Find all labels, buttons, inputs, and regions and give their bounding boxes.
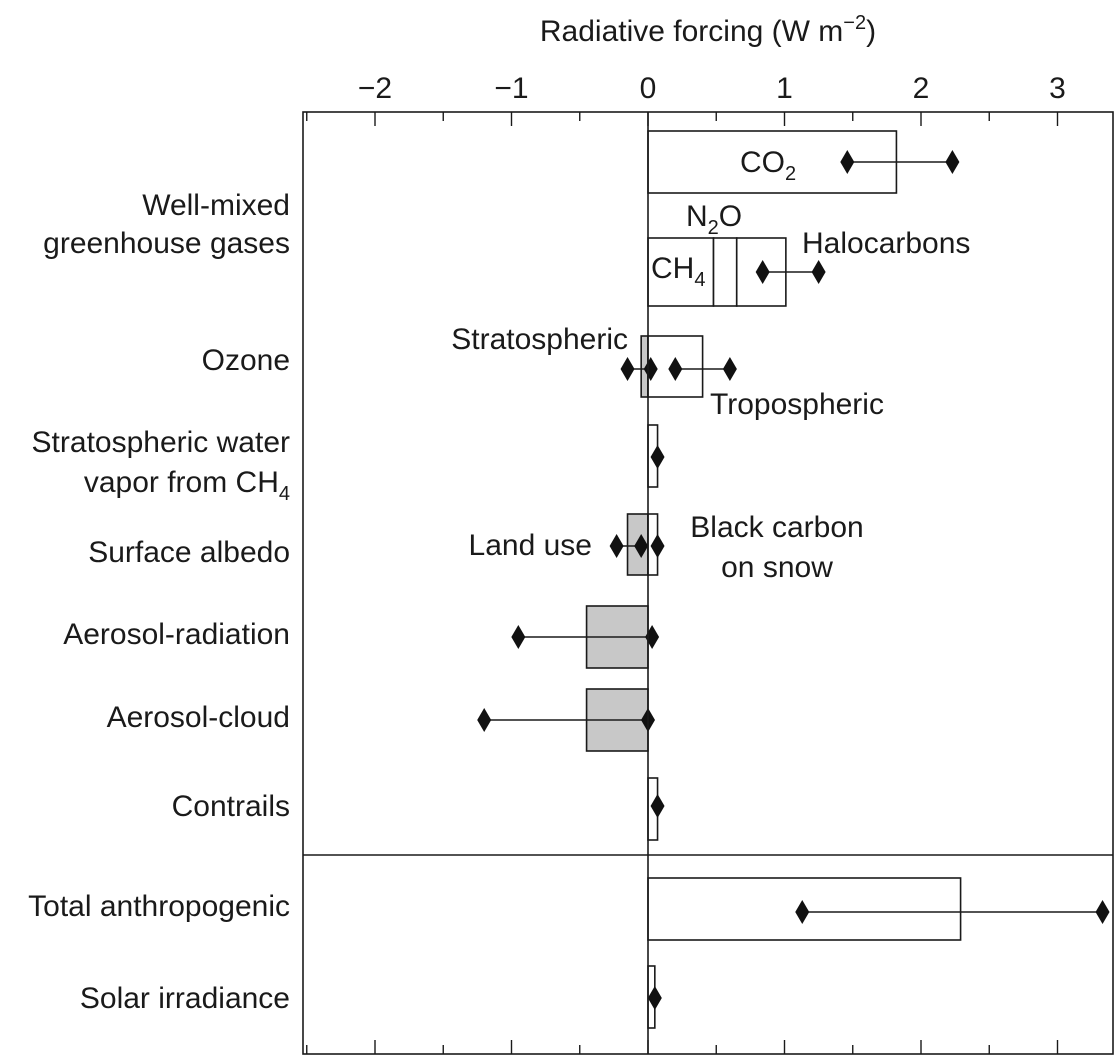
uncertainty-low-h2o_strat [650,445,665,469]
category-label: Surface albedo [88,536,290,569]
uncertainty-low-o3_trop [668,357,683,381]
x-axis-label-text: Radiative forcing (W m [540,15,843,48]
category-label-text: Aerosol-radiation [63,618,290,651]
bar-label-text: N [686,200,708,233]
x-axis-label: Radiative forcing (W m−2) [540,12,876,48]
category-label-text: greenhouse gases [43,227,290,260]
uncertainty-high-total_anthro [1095,900,1110,924]
plot-frame [302,111,1114,1055]
bar-label-ch4: CH4 [651,252,705,291]
bar-label-text: Land use [469,529,592,562]
category-label-text: Ozone [202,344,290,377]
category-label-text: Contrails [172,790,290,823]
uncertainty-low-o3_strat [620,357,635,381]
category-label: Solar irradiance [80,982,290,1015]
bar-o3_trop [647,335,704,398]
category-label-subscript: 4 [279,483,290,505]
category-label-text: Aerosol-cloud [107,701,290,734]
category-label-text: Stratospheric water [32,426,290,459]
uncertainty-low-land_use [609,534,624,558]
bar-label-subscript: 2 [785,163,796,185]
uncertainty-high-land_use [634,534,649,558]
category-label: Aerosol-cloud [107,701,290,734]
category-label-text: Well-mixed [142,189,290,222]
uncertainty-low-aer_cloud [477,708,492,732]
bar-label-suffix: O [719,200,742,233]
x-tick-labels: −2 −1 0 1 2 3 [358,72,1066,105]
category-label: Well-mixed [142,189,290,222]
bar-label-bc_snow: on snow [721,551,833,584]
x-axis-label-exponent: −2 [843,12,866,34]
category-label: Total anthropogenic [28,890,290,923]
category-label: vapor from CH4 [84,466,290,505]
uncertainty-low-co2 [840,150,855,174]
category-label: Stratospheric water [32,426,290,459]
bar-label-text: CO [740,146,785,179]
uncertainty-low-solar [647,986,662,1010]
category-label-text: Surface albedo [88,536,290,569]
uncertainty-high-o3_trop [722,357,737,381]
category-label-text: Solar irradiance [80,982,290,1015]
bar-label-text: Stratospheric [451,323,628,356]
category-label-text: vapor from CH [84,466,279,499]
x-tick-label: 3 [1049,72,1066,105]
bar-ch4 [647,237,715,307]
x-tick-label: −2 [358,72,392,105]
bar-label-text: Tropospheric [710,388,884,421]
bar-label-text: CH [651,252,694,285]
uncertainty-low-contrails [650,794,665,818]
x-tick-label: −1 [494,72,528,105]
x-tick-label: 2 [913,72,930,105]
bar-label-co2: CO2 [740,146,796,185]
bar-n2o [712,237,738,307]
category-label: Aerosol-radiation [63,618,290,651]
bar-label-subscript: 2 [708,217,719,239]
uncertainty-high-co2 [945,150,960,174]
bar-label-o3_trop: Tropospheric [710,388,884,421]
bar-label-bc_snow: Black carbon [690,511,863,544]
plot-border [302,111,1114,1055]
x-tick-label: 0 [640,72,657,105]
category-label: greenhouse gases [43,227,290,260]
bar-label-halocarbons: Halocarbons [802,227,970,260]
category-label: Contrails [172,790,290,823]
category-labels: Well-mixed greenhouse gasesOzoneStratosph… [28,189,290,1015]
bar-label-o3_strat: Stratospheric [451,323,628,356]
bar-label-land_use: Land use [469,529,592,562]
bar-label-subscript: 4 [694,269,705,291]
x-axis-label-close: ) [866,15,876,48]
x-tick-label: 1 [776,72,793,105]
bar-label-text: Halocarbons [802,227,970,260]
uncertainty-low-aer_rad [511,625,526,649]
uncertainty-low-halocarbons [755,260,770,284]
category-label: Ozone [202,344,290,377]
uncertainty-low-total_anthro [795,900,810,924]
bar-label-n2o: N2O [686,200,742,239]
uncertainty-low-bc_snow [650,534,665,558]
uncertainty-high-halocarbons [811,260,826,284]
category-label-text: Total anthropogenic [28,890,290,923]
bar-labels: CO2CH4N2OHalocarbonsStratosphericTroposp… [451,146,970,584]
